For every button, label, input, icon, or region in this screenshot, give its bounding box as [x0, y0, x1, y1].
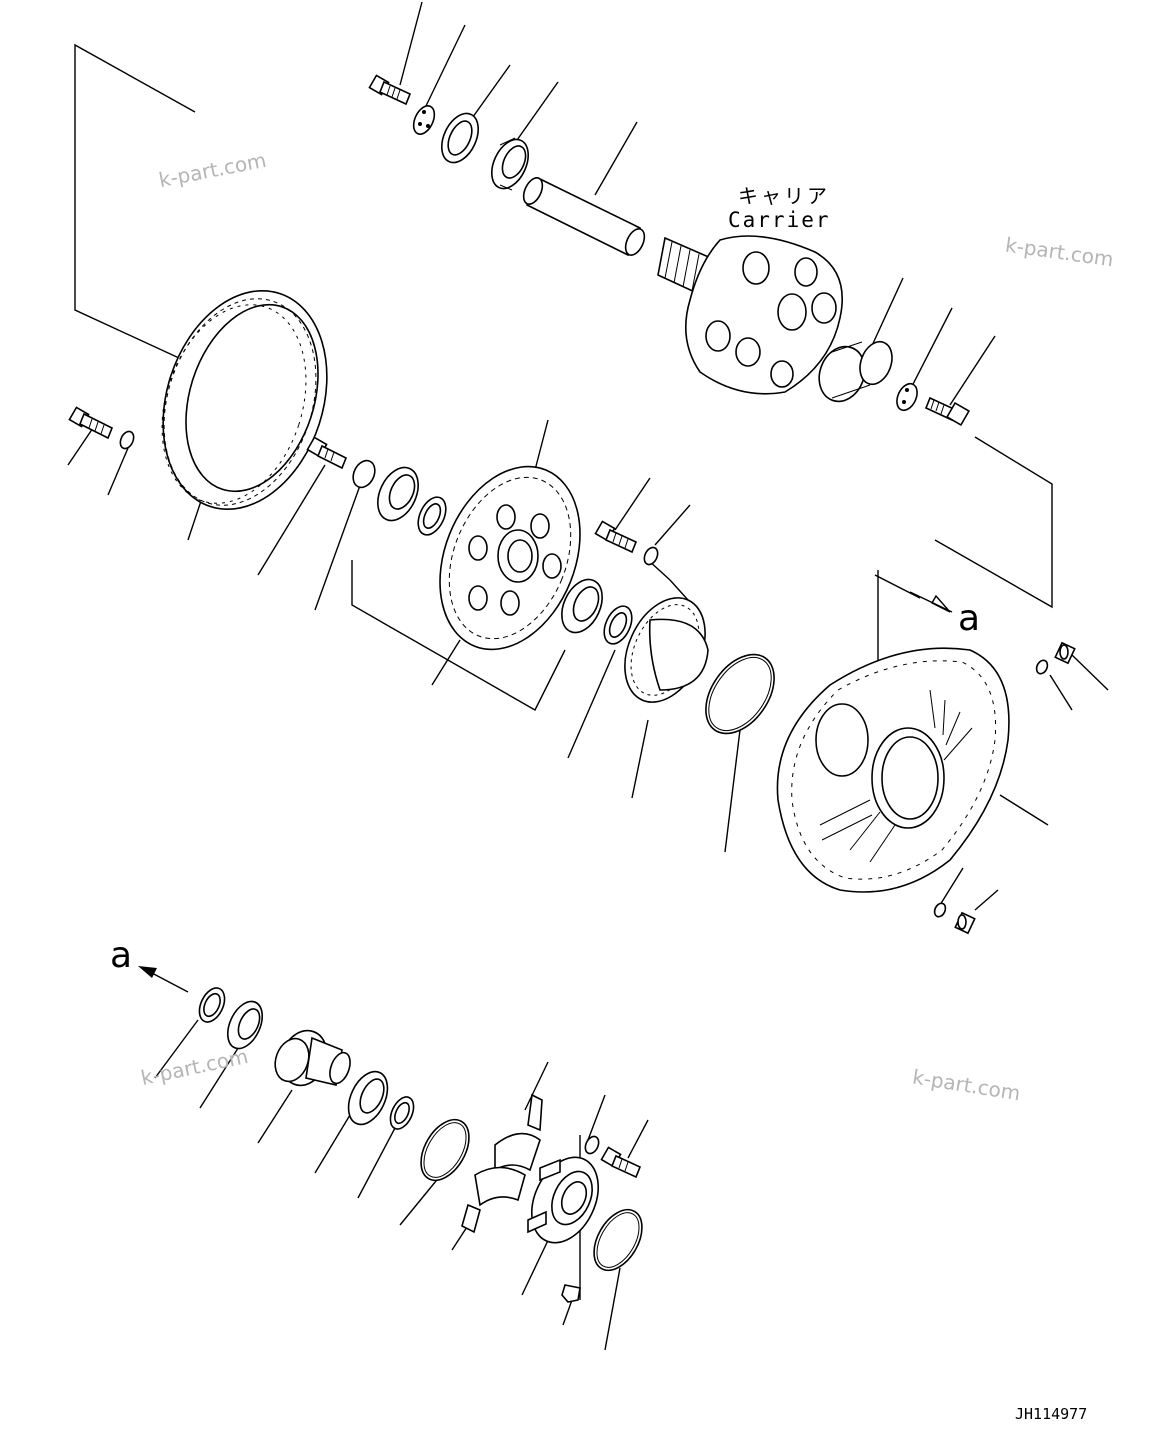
plug-part — [954, 641, 1076, 935]
o-ring-part — [593, 1208, 643, 1272]
view-reference-lower: a — [110, 935, 133, 976]
seal-ring-part — [198, 987, 226, 1023]
bolt-part — [600, 1146, 642, 1179]
bolt-part — [306, 436, 348, 470]
pinion-gear-part — [274, 1029, 351, 1087]
ring-gear-part — [161, 289, 328, 511]
washer-part — [584, 1135, 600, 1155]
bearing-part — [347, 1070, 389, 1126]
view-reference-upper: a — [958, 598, 981, 639]
plug-part — [561, 1284, 581, 1303]
o-ring-part — [705, 653, 775, 735]
bolt-part — [924, 396, 971, 427]
washer-part — [352, 459, 376, 489]
bearing-cover-part — [624, 597, 709, 703]
lock-plate-part — [412, 105, 436, 135]
carrier-shaft-assembly — [368, 74, 971, 427]
seal-ring-part — [441, 112, 479, 164]
bearing-part — [377, 466, 419, 522]
carrier-label-en: Carrier — [728, 208, 831, 232]
carrier-part — [657, 235, 893, 403]
carrier-label-jp: キャリア — [738, 184, 830, 208]
washer-part — [119, 430, 135, 450]
pinion-cage-part — [527, 1156, 599, 1244]
shaft-part — [522, 176, 646, 257]
shim-part — [461, 1093, 543, 1234]
bolt-part — [594, 520, 638, 554]
bearing-part — [226, 1000, 264, 1050]
washer-part — [643, 546, 659, 566]
bearing-part — [561, 578, 603, 634]
drawing-number: JH114977 — [1015, 1405, 1088, 1423]
shim-ring-part — [417, 496, 447, 536]
differential-housing-part — [776, 647, 1010, 893]
pinion-assembly — [198, 987, 643, 1303]
bearing-part — [491, 137, 529, 191]
bolt-part — [68, 406, 114, 440]
shim-ring-part — [389, 1096, 415, 1130]
differential-case-part — [439, 465, 581, 651]
leader-lines — [67, 1, 1109, 1351]
grouping-lines — [74, 43, 1053, 1300]
bolt-part — [368, 74, 412, 106]
lock-plate-part — [896, 382, 918, 412]
shim-ring-part — [603, 605, 633, 645]
washer-part — [933, 659, 1049, 918]
o-ring-part — [420, 1118, 470, 1182]
